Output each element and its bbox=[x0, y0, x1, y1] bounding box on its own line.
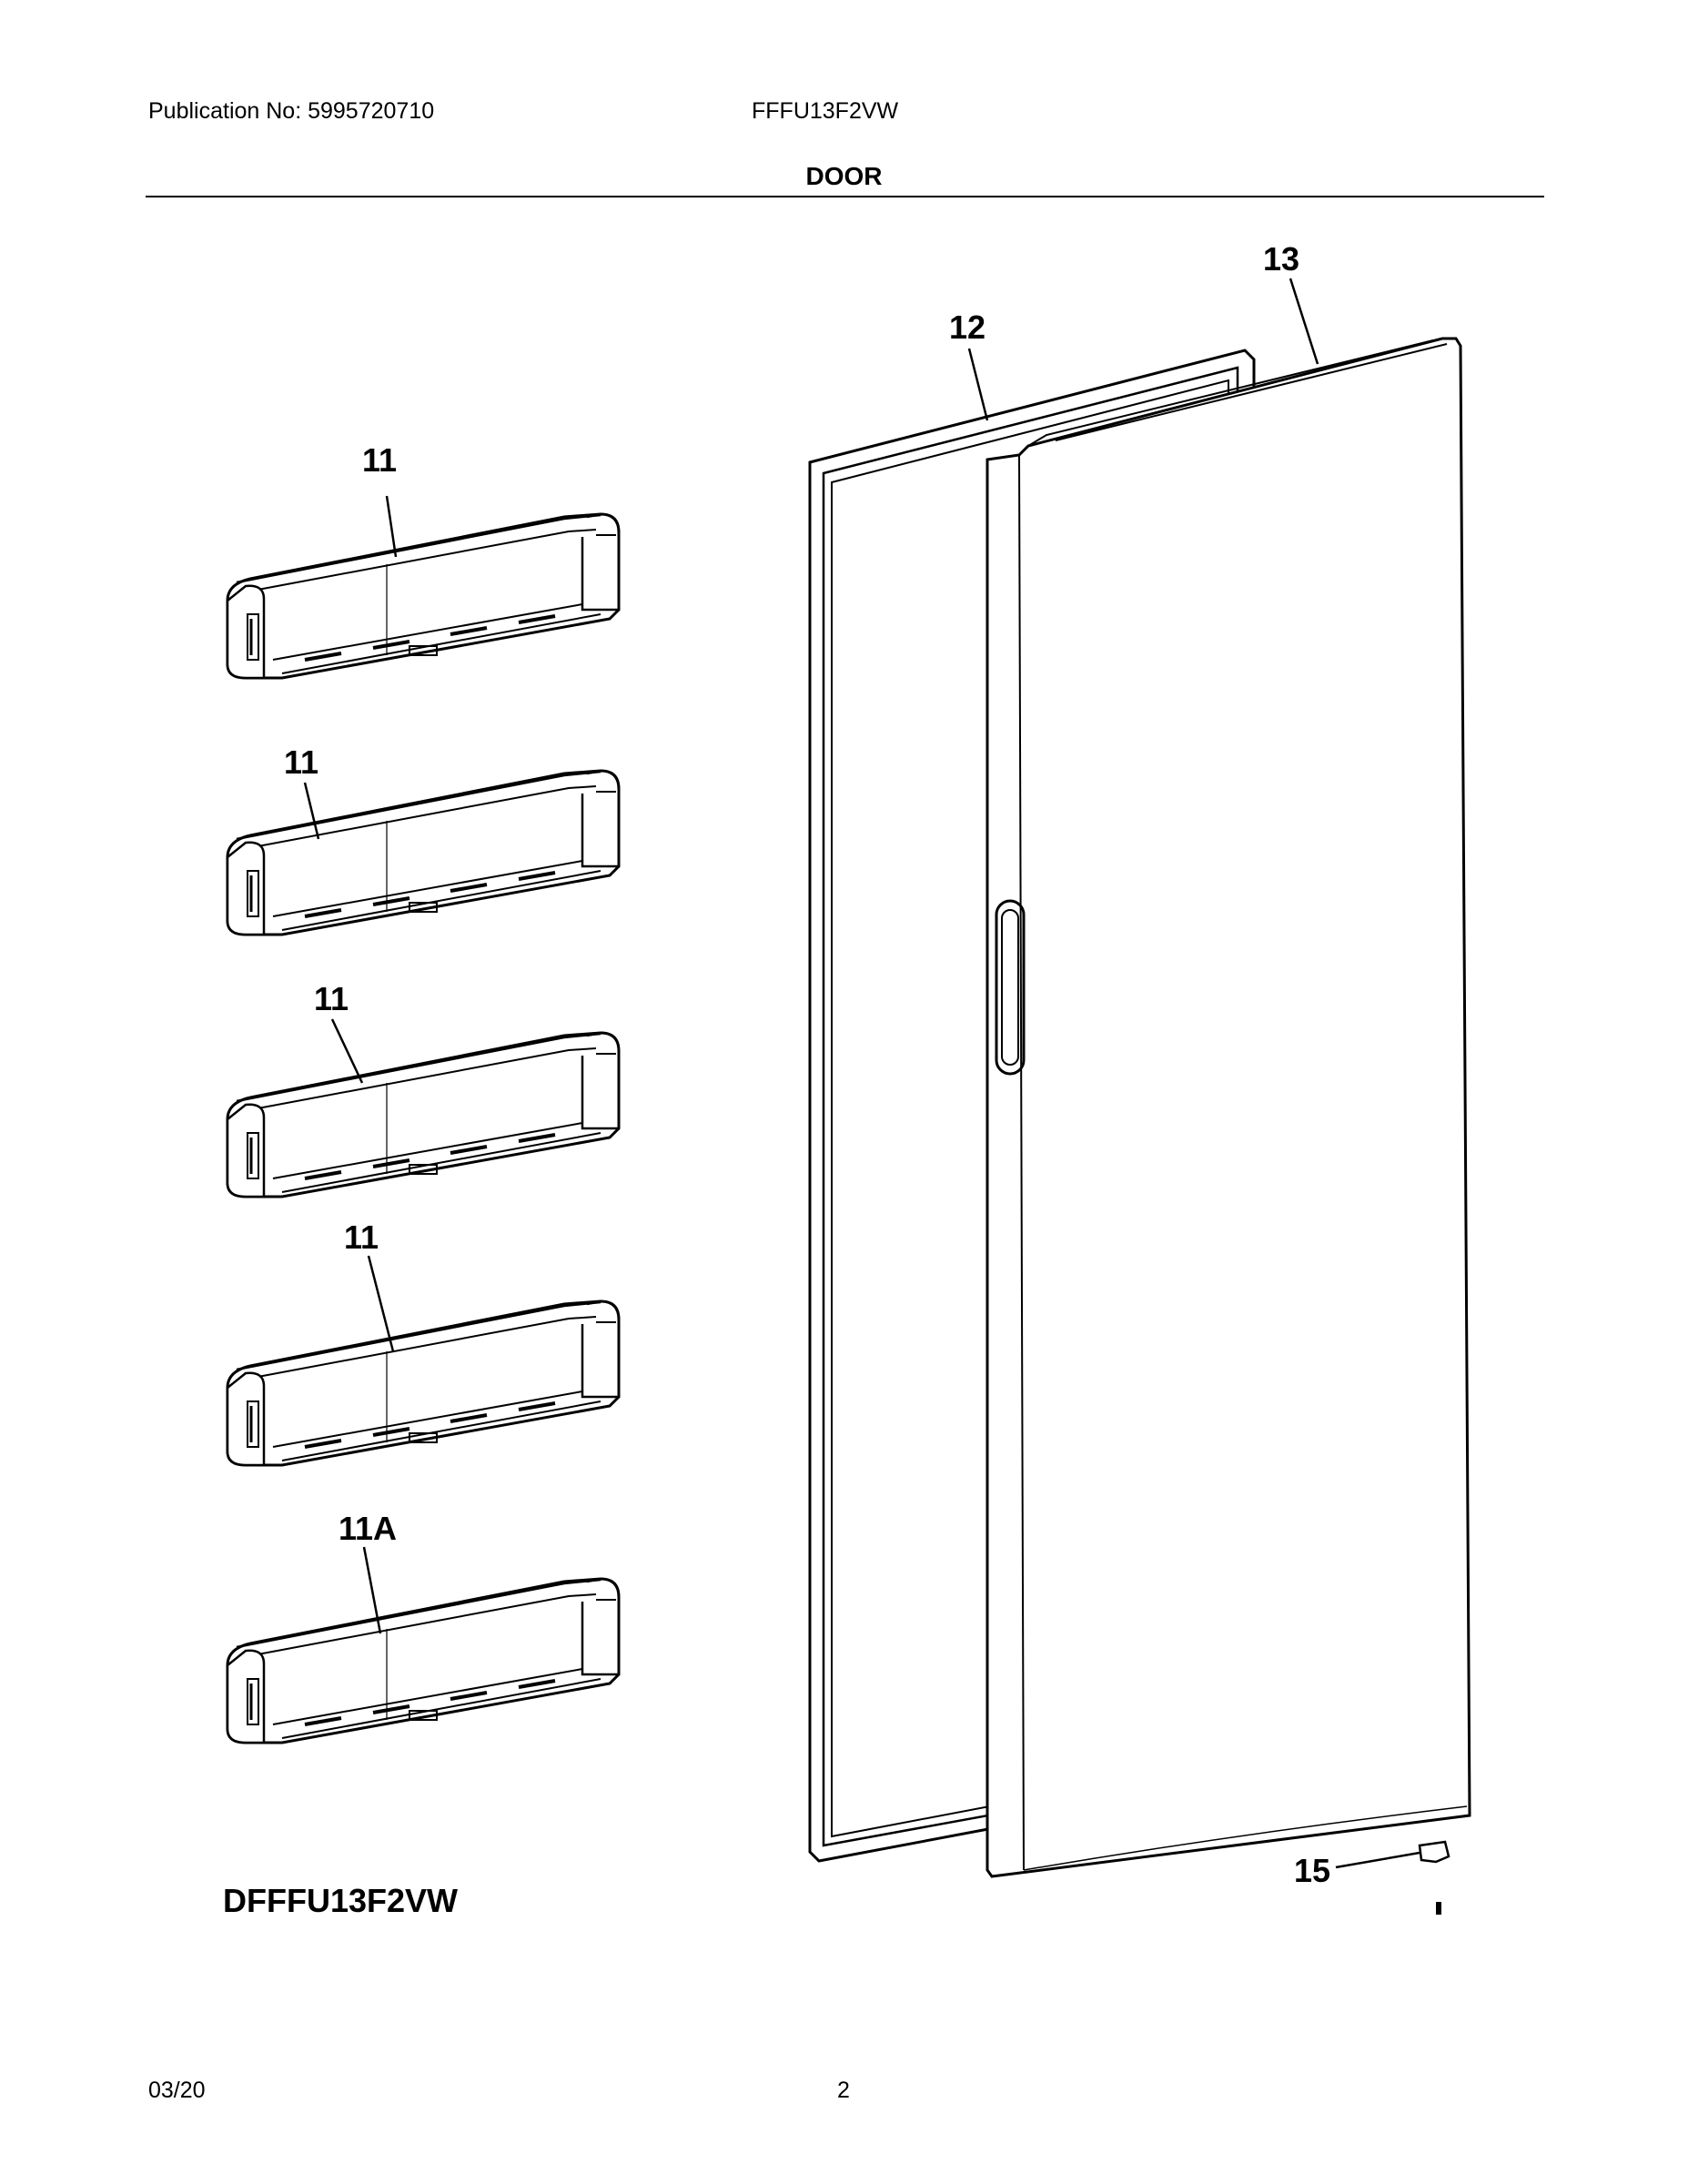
callout-bin-3: 11 bbox=[314, 980, 349, 1017]
callout-door: 13 bbox=[1263, 240, 1299, 278]
callout-bin-1: 11 bbox=[362, 441, 397, 479]
footer-date: 03/20 bbox=[148, 2078, 206, 2103]
header-rule bbox=[146, 196, 1544, 197]
section-title: DOOR bbox=[805, 162, 883, 190]
callout-bin-11a: 11A bbox=[339, 1510, 397, 1547]
callout-gasket: 12 bbox=[949, 308, 986, 346]
callout-hinge: 15 bbox=[1294, 1852, 1330, 1889]
diagram-id: DFFFU13F2VW bbox=[223, 1882, 459, 1919]
callout-bin-4: 11 bbox=[344, 1218, 379, 1256]
callout-bin-2: 11 bbox=[284, 743, 318, 781]
model-number: FFFU13F2VW bbox=[752, 98, 899, 124]
page-number: 2 bbox=[837, 2078, 850, 2103]
publication-number: Publication No: 5995720710 bbox=[148, 98, 435, 124]
